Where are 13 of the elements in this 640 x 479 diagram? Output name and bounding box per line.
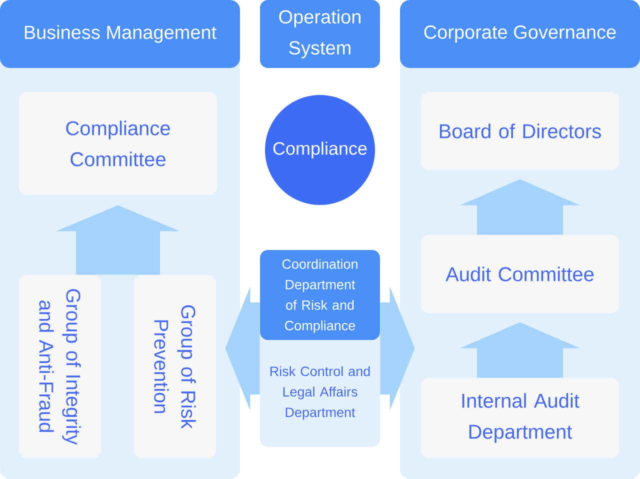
department-box: Coordination Department of Risk and Compliance Risk Control and Legal Affairs Department — [260, 250, 380, 447]
process-box: Internal Audit Department — [421, 378, 619, 458]
process-box: Group of Risk Prevention — [134, 275, 216, 458]
arrow — [460, 179, 580, 235]
arrow — [460, 322, 580, 378]
heading-box: Operation System — [260, 0, 380, 68]
process-box: Compliance Committee — [19, 92, 217, 195]
arrow — [380, 286, 415, 410]
arrow — [56, 205, 180, 275]
process-box: Board of Directors — [421, 92, 619, 170]
process-box: Audit Committee — [421, 235, 619, 313]
arrow — [225, 286, 260, 410]
process-box: Group of Integrity and Anti-Fraud — [19, 275, 101, 458]
